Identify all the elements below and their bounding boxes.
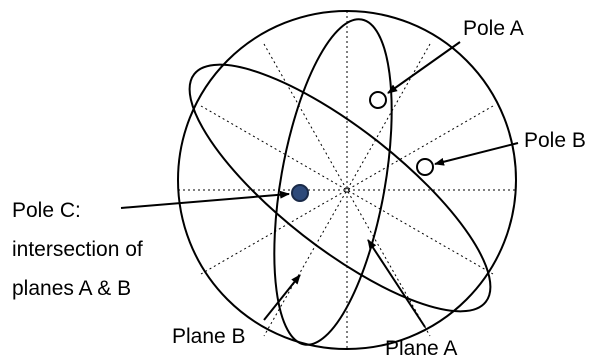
pole-b-label: Pole B [524,129,586,152]
plane-b-label: Plane B [172,325,246,348]
pole-c-label-line-3: planes A & B [12,277,131,300]
plane-b-arrow [263,274,301,321]
pole-a-label: Pole A [463,17,524,40]
grid-line-diag-2 [263,43,431,337]
primitive-circle [177,10,517,350]
plane-a-arrow [367,239,426,328]
pole-a-arrow [387,41,461,94]
pole-c-label-line-2: intersection of [12,238,143,261]
grid-line-diag-4 [200,105,494,275]
pole-b-marker [416,158,434,176]
plane-a-label: Plane A [385,337,457,360]
radial-grid [178,11,516,349]
pole-c-arrow [120,190,290,209]
plane-a-great-circle [188,63,492,313]
grid-line-diag-3 [200,105,494,275]
pole-c-label-line-1: Pole C: [12,199,81,222]
pole-c-marker [291,184,309,202]
pole-a-marker [369,91,387,109]
grid-line-diag-1 [263,43,431,337]
pole-b-arrow [434,142,519,166]
